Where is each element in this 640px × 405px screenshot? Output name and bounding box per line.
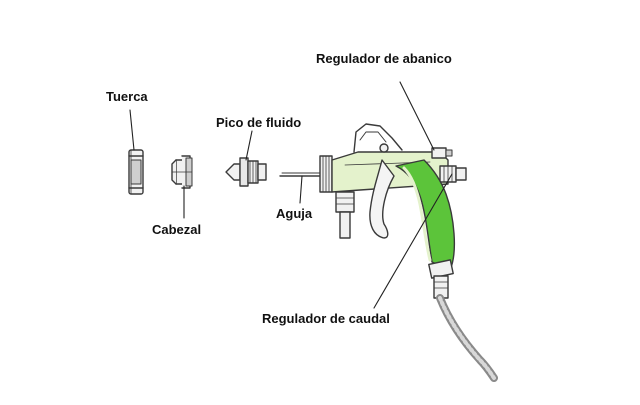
air-hose-icon [436,294,498,382]
spray-gun-body-icon [319,123,467,299]
label-flow-regulator: Regulador de caudal [262,311,390,326]
leader-tuerca [129,109,135,151]
leader-pico [245,130,253,161]
nut-icon [128,149,144,195]
leader-lines [129,81,453,309]
needle-icon [279,172,321,177]
label-fluid-tip: Pico de fluido [216,115,302,130]
fluid-tip-icon [225,157,267,187]
leader-aguja [299,175,303,204]
label-air-cap: Cabezal [152,222,202,237]
air-cap-icon [171,155,193,189]
leader-caudal [373,173,453,309]
label-nut: Tuerca [106,89,148,104]
label-fan-regulator: Regulador de abanico [316,51,452,66]
label-needle: Aguja [276,206,313,221]
leader-abanico [399,81,435,151]
